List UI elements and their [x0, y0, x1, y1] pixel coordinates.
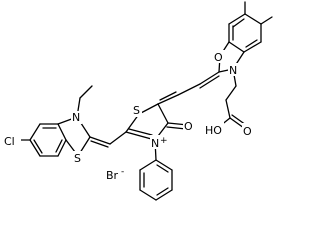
- oxo-o-label: O: [184, 120, 193, 133]
- phenyl-ring: [139, 159, 173, 201]
- dimethylbenzoxazole-ring: [218, 1, 273, 129]
- chemical-structure-diagram: Cl N S S N + O O N HO O Br -: [4, 1, 273, 201]
- benzoxazole-n-label: N: [229, 64, 237, 77]
- acid-hydroxyl-label: HO: [205, 124, 222, 137]
- thiazolium-n-label: N: [151, 137, 159, 150]
- benzothiazole-n-label: N: [72, 111, 80, 124]
- thiazolidine-s-label: S: [133, 104, 140, 117]
- acid-carbonyl-o-label: O: [243, 125, 252, 138]
- benzothiazole-s-label: S: [74, 152, 81, 165]
- benzoxazole-o-label: O: [214, 51, 223, 64]
- chloro-label: Cl: [4, 135, 15, 148]
- atom-labels: Cl N S S N + O O N HO O Br -: [4, 50, 254, 182]
- thiazolium-charge-label: +: [160, 136, 168, 146]
- bromide-label: Br: [106, 169, 119, 182]
- bromide-charge-label: -: [121, 167, 124, 177]
